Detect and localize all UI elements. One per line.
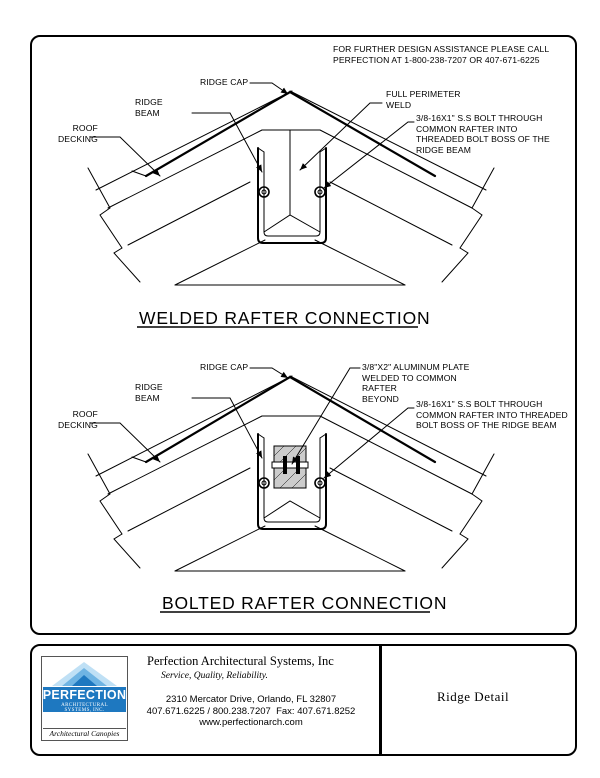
welded-ridge-beam-label: RIDGE BEAM <box>135 97 163 118</box>
logo-subtitle: ARCHITECTURAL SYSTEMS, INC. <box>61 703 108 713</box>
welded-roof-decking-label: ROOF DECKING <box>58 123 98 144</box>
sheet-title: Ridge Detail <box>437 689 510 704</box>
welded-weld-note: FULL PERIMETER WELD <box>386 89 461 110</box>
drawing-border <box>30 35 577 635</box>
welded-title: WELDED RAFTER CONNECTION <box>139 308 431 328</box>
bolted-plate-note: 3/8"X2" ALUMINUM PLATE WELDED TO COMMON … <box>362 362 470 404</box>
company-tagline: Service, Quality, Reliability. <box>161 671 268 681</box>
ridge-detail-drawing <box>87 82 495 613</box>
welded-detail <box>87 82 495 286</box>
assistance-note: FOR FURTHER DESIGN ASSISTANCE PLEASE CAL… <box>333 44 550 65</box>
logo-name: PERFECTION <box>42 688 127 702</box>
canopy-logo-icon <box>52 662 117 686</box>
logo-footer: Architectural Canopies <box>43 728 126 738</box>
bolted-bolt-note: 3/8-16X1" S.S BOLT THROUGH COMMON RAFTER… <box>416 399 568 430</box>
bolted-roof-decking-label: ROOF DECKING <box>58 409 98 430</box>
welded-bolt-note: 3/8-16X1" S.S BOLT THROUGH COMMON RAFTER… <box>416 113 550 155</box>
titleblock-divider <box>379 644 382 756</box>
company-name: Perfection Architectural Systems, Inc <box>147 654 334 668</box>
logo-band <box>43 687 126 712</box>
bolted-detail <box>87 367 495 572</box>
company-logo: PERFECTION ARCHITECTURAL SYSTEMS, INC. A… <box>41 656 128 741</box>
titleblock-border <box>30 644 577 756</box>
bolted-ridge-cap-label: RIDGE CAP <box>200 362 249 372</box>
bolted-ridge-beam-label: RIDGE BEAM <box>135 382 163 403</box>
company-address: 2310 Mercator Drive, Orlando, FL 32807 4… <box>146 694 356 728</box>
bolted-title: BOLTED RAFTER CONNECTION <box>162 593 448 613</box>
welded-ridge-cap-label: RIDGE CAP <box>200 77 249 87</box>
